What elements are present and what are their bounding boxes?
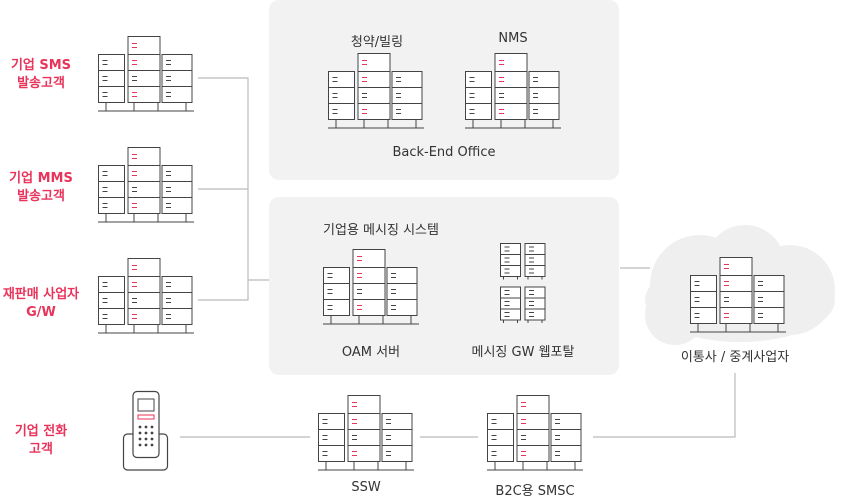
server-rack-icon: [487, 395, 583, 471]
client-mms-label: 기업 MMS 발송고객: [9, 171, 73, 204]
nms-label: NMS: [498, 31, 528, 46]
server-rack-icon: [98, 258, 194, 334]
server-rack-icon: [318, 395, 414, 471]
ssw-label: SSW: [351, 480, 381, 495]
server-rack-icon: [690, 257, 786, 333]
smsc-label: B2C용 SMSC: [495, 484, 575, 499]
office-phone-icon: [122, 390, 169, 471]
carrier-label: 이통사 / 중계사업자: [680, 350, 790, 365]
backend-office-title: Back-End Office: [392, 145, 496, 160]
server-rack-icon: [323, 249, 419, 325]
oam-server-label: OAM 서버: [341, 345, 401, 360]
reseller-gw-label: 재판매 사업자 G/W: [2, 287, 80, 320]
server-rack-icon: [98, 147, 194, 223]
server-rack-icon: [98, 36, 194, 112]
client-sms-label: 기업 SMS 발송고객: [10, 58, 72, 91]
backend-office-panel: [269, 0, 619, 180]
small-server-group-icon: [500, 243, 546, 323]
server-rack-icon: [328, 53, 424, 129]
gw-portal-label: 메시징 GW 웹포탈: [471, 345, 575, 360]
messaging-system-title: 기업용 메시징 시스템: [323, 223, 439, 238]
phone-client-label: 기업 전화 고객: [14, 424, 68, 457]
subscription-billing-label: 청약/빌링: [350, 35, 404, 50]
server-rack-icon: [465, 53, 561, 129]
